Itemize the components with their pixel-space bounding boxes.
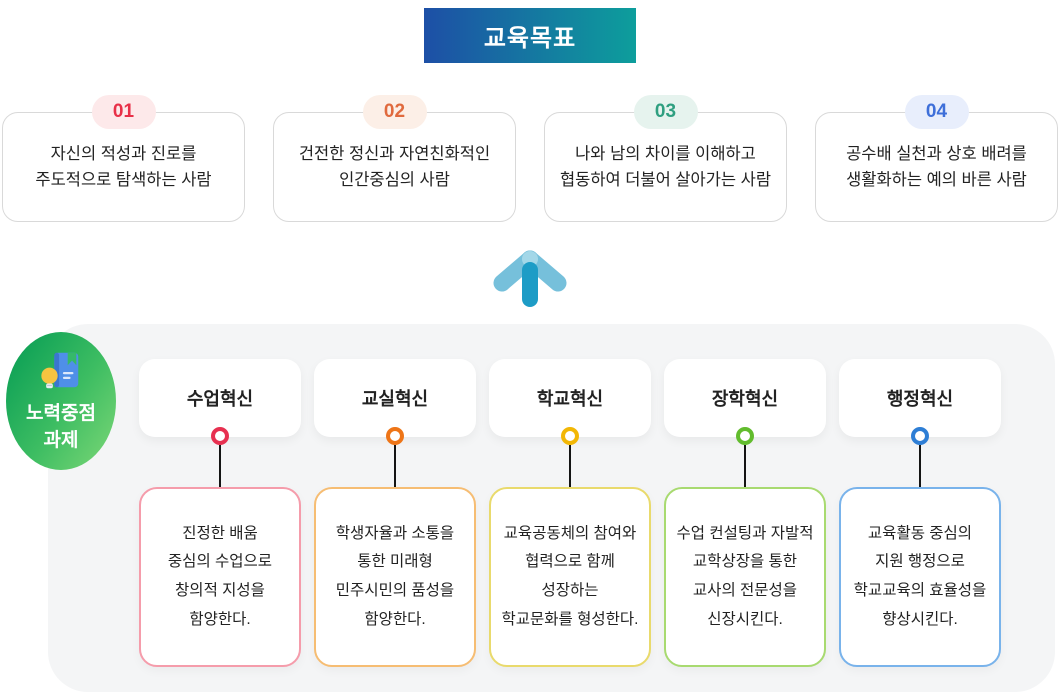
- up-arrow-icon: [492, 250, 568, 313]
- task-description-card: 교육활동 중심의 지원 행정으로 학교교육의 효율성을 향상시킨다.: [839, 487, 1001, 667]
- goal-number-badge: 04: [904, 95, 969, 129]
- goal-number-badge: 02: [362, 95, 427, 129]
- goal-card: 03 나와 남의 차이를 이해하고 협동하여 더불어 살아가는 사람: [544, 95, 787, 222]
- task-description-card: 교육공동체의 참여와 협력으로 함께 성장하는 학교문화를 형성한다.: [489, 487, 651, 667]
- task-column: 장학혁신 수업 컨설팅과 자발적 교학상장을 통한 교사의 전문성을 신장시킨다…: [664, 359, 826, 667]
- task-connector-dot: [561, 427, 579, 445]
- task-connector-line: [394, 445, 396, 487]
- goal-text: 자신의 적성과 진로를 주도적으로 탐색하는 사람: [2, 112, 245, 222]
- task-connector-dot: [386, 427, 404, 445]
- goal-card: 01 자신의 적성과 진로를 주도적으로 탐색하는 사람: [2, 95, 245, 222]
- task-connector-line: [919, 445, 921, 487]
- task-description-card: 진정한 배움 중심의 수업으로 창의적 지성을 함양한다.: [139, 487, 301, 667]
- task-title-card: 학교혁신: [489, 359, 651, 437]
- task-column: 교실혁신 학생자율과 소통을 통한 미래형 민주시민의 품성을 함양한다.: [314, 359, 476, 667]
- task-title-card: 교실혁신: [314, 359, 476, 437]
- task-description-card: 수업 컨설팅과 자발적 교학상장을 통한 교사의 전문성을 신장시킨다.: [664, 487, 826, 667]
- book-lightbulb-icon: [38, 348, 84, 399]
- task-row: 수업혁신 진정한 배움 중심의 수업으로 창의적 지성을 함양한다. 교실혁신 …: [139, 359, 1001, 667]
- goal-number-badge: 03: [633, 95, 698, 129]
- goal-card: 04 공수배 실천과 상호 배려를 생활화하는 예의 바른 사람: [815, 95, 1058, 222]
- goal-number-badge: 01: [91, 95, 156, 129]
- task-column: 수업혁신 진정한 배움 중심의 수업으로 창의적 지성을 함양한다.: [139, 359, 301, 667]
- task-connector-line: [219, 445, 221, 487]
- task-connector-dot: [736, 427, 754, 445]
- goal-text: 나와 남의 차이를 이해하고 협동하여 더불어 살아가는 사람: [544, 112, 787, 222]
- task-title-card: 장학혁신: [664, 359, 826, 437]
- task-connector-line: [744, 445, 746, 487]
- task-connector-dot: [211, 427, 229, 445]
- section-label: 노력중점 과제: [26, 402, 96, 451]
- task-connector-line: [569, 445, 571, 487]
- section-badge: 노력중점 과제: [6, 332, 116, 470]
- goal-card: 02 건전한 정신과 자연친화적인 인간중심의 사람: [273, 95, 516, 222]
- goal-card-row: 01 자신의 적성과 진로를 주도적으로 탐색하는 사람 02 건전한 정신과 …: [2, 95, 1058, 222]
- task-title-card: 수업혁신: [139, 359, 301, 437]
- task-column: 학교혁신 교육공동체의 참여와 협력으로 함께 성장하는 학교문화를 형성한다.: [489, 359, 651, 667]
- task-description-card: 학생자율과 소통을 통한 미래형 민주시민의 품성을 함양한다.: [314, 487, 476, 667]
- task-connector-dot: [911, 427, 929, 445]
- page-title: 교육목표: [424, 8, 636, 63]
- goal-text: 공수배 실천과 상호 배려를 생활화하는 예의 바른 사람: [815, 112, 1058, 222]
- page-title-text: 교육목표: [483, 25, 577, 52]
- task-column: 행정혁신 교육활동 중심의 지원 행정으로 학교교육의 효율성을 향상시킨다.: [839, 359, 1001, 667]
- task-title-card: 행정혁신: [839, 359, 1001, 437]
